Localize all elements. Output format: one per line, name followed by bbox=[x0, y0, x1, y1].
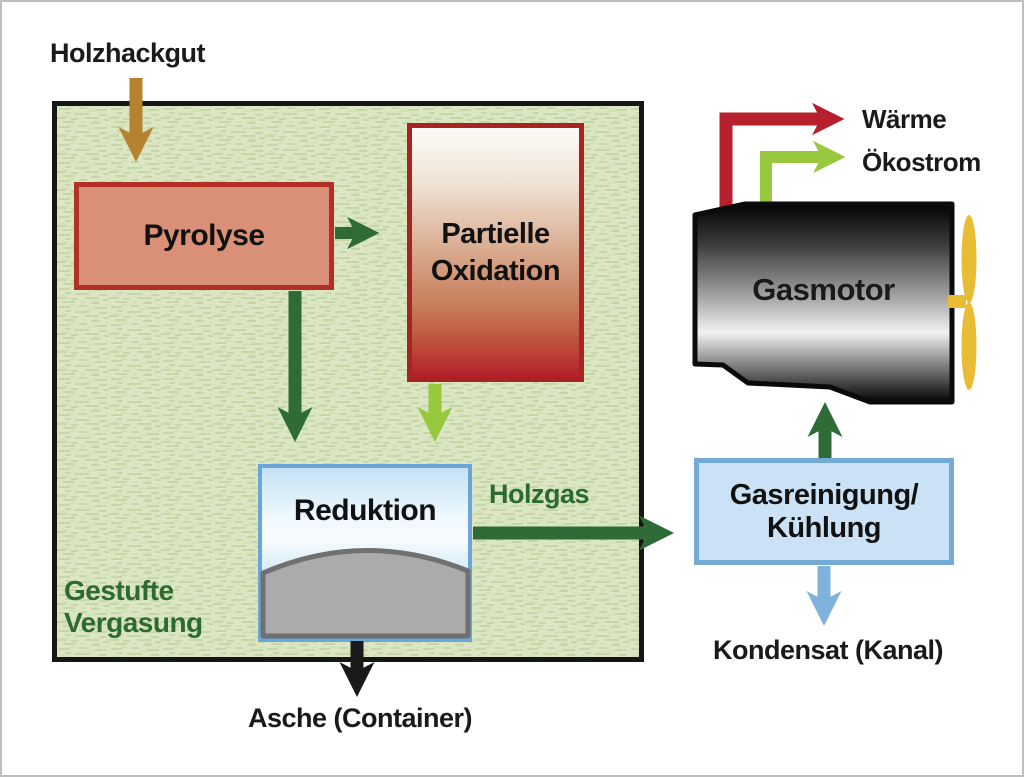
holzgas-label: Holzgas bbox=[489, 479, 590, 509]
gestufte-label-line1: Gestufte bbox=[64, 575, 174, 606]
pyrolyse-node: Pyrolyse bbox=[74, 182, 334, 290]
gasreinigung-label-line1: Gasreinigung/ bbox=[729, 479, 919, 512]
kondensat-label: Kondensat (Kanal) bbox=[713, 635, 944, 665]
gasreinigung-kuehlung-node: Gasreinigung/ Kühlung bbox=[694, 458, 954, 565]
partielle-oxidation-node: Partielle Oxidation bbox=[407, 123, 584, 382]
waerme-output-arrow bbox=[719, 102, 845, 213]
oxidation-label-line1: Partielle bbox=[441, 218, 550, 251]
gasmotor-label: Gasmotor bbox=[752, 272, 895, 307]
pyrolyse-node-label: Pyrolyse bbox=[143, 219, 265, 252]
holzhackgut-label: Holzhackgut bbox=[50, 38, 206, 68]
reduktion-node: Reduktion bbox=[258, 464, 472, 642]
gestufte-label-line2: Vergasung bbox=[64, 607, 203, 639]
oekostrom-label: Ökostrom bbox=[862, 147, 981, 177]
gasreinigung-label-line2: Kühlung bbox=[766, 511, 882, 544]
asche-label: Asche (Container) bbox=[248, 703, 473, 733]
propeller-icon bbox=[948, 215, 977, 390]
oekostrom-output-arrow bbox=[760, 140, 846, 209]
gestufte-vergasung-label: Gestufte Vergasung bbox=[64, 575, 203, 640]
waerme-label: Wärme bbox=[862, 104, 947, 134]
reduktion-node-label: Reduktion bbox=[293, 494, 437, 527]
oxidation-label-line2: Oxidation bbox=[430, 254, 561, 287]
